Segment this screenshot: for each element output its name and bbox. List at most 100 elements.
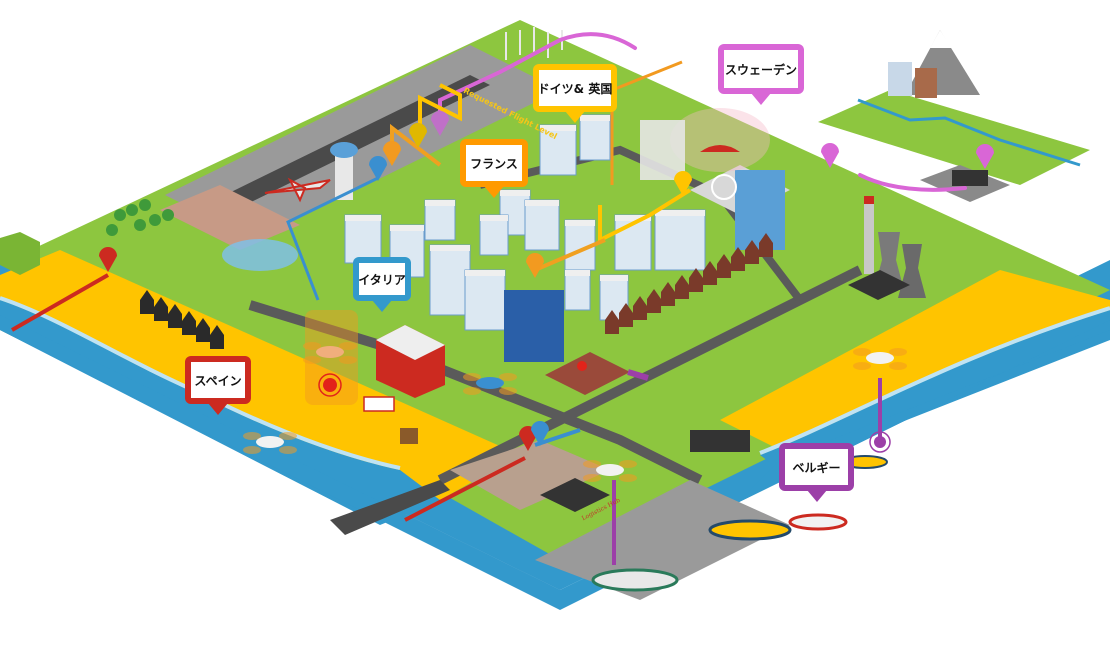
map-pin-icon: [674, 171, 692, 196]
drone-rotor: [339, 356, 357, 364]
townhouse: [661, 282, 675, 306]
callout-tail: [484, 186, 504, 198]
lifeguard-hut: [400, 428, 418, 444]
office-tower: [464, 269, 506, 331]
map-pin-icon: [383, 141, 401, 166]
drone-rotor: [499, 373, 517, 381]
flight-path-italy-lower: [534, 428, 581, 447]
office-tower-roof: [565, 270, 590, 276]
office-tower: [579, 114, 611, 161]
callout-italy-label: イタリア: [358, 263, 406, 295]
drone-rotor: [583, 460, 601, 468]
callout-tail: [208, 403, 228, 415]
drone-body: [476, 377, 504, 389]
drone-rotor: [583, 474, 601, 482]
drone-icon: [303, 342, 357, 364]
map-pins: [99, 111, 994, 451]
callout-tail: [751, 93, 771, 105]
callout-germany-uk[interactable]: ドイツ& 英国: [533, 64, 617, 123]
cross-road: [437, 265, 863, 485]
shoreline-right: [760, 310, 1110, 470]
tree: [149, 214, 161, 226]
drone-icon: [583, 460, 637, 482]
drone-rotor: [279, 432, 297, 440]
map-pin-icon: [821, 143, 839, 168]
ambulance: [363, 396, 395, 412]
callout-italy[interactable]: イタリア: [353, 257, 411, 312]
island-building-brick: [915, 68, 937, 98]
office-tower-roof: [390, 225, 424, 231]
emergency-zone: [305, 310, 358, 405]
office-building: [545, 352, 630, 395]
office-tower: [524, 199, 560, 251]
construction-site: [640, 120, 685, 180]
drone-rotor: [279, 446, 297, 454]
emergency-target-ring: [318, 373, 342, 397]
control-tower-top: [330, 142, 358, 158]
drone-rotor: [339, 342, 357, 350]
drone-icon: [243, 432, 297, 454]
office-tower: [424, 199, 456, 241]
hospital-ship: [788, 513, 848, 531]
container-ship: [708, 519, 792, 541]
drone-icon: [463, 373, 517, 395]
flight-path-purple-arrow: [627, 369, 649, 381]
drone-rotor: [303, 342, 321, 350]
drone-rotor: [463, 387, 481, 395]
beach-house: [210, 325, 224, 349]
townhouse: [703, 261, 717, 285]
hospital-tower: [735, 170, 785, 250]
office-tower-roof: [525, 200, 559, 206]
office-tower-roof: [655, 210, 705, 216]
toy-brick: [0, 232, 40, 275]
chimney-stripe: [864, 196, 874, 204]
map-pin-icon: [431, 111, 449, 136]
townhouse: [717, 254, 731, 278]
helipad: [711, 174, 737, 200]
island-river: [857, 98, 1081, 167]
drone-rotor: [853, 362, 871, 370]
trees-left: [106, 199, 174, 236]
flight-path-germany-uk: [418, 83, 692, 244]
drones: [243, 342, 907, 482]
townhouse: [759, 233, 773, 257]
townhouse: [689, 268, 703, 292]
office-tower-roof: [540, 125, 576, 131]
harbor-dock: [535, 480, 790, 600]
belgium-target-icon: [874, 436, 886, 448]
townhouse: [605, 310, 619, 334]
callout-belgium[interactable]: ベルギー: [779, 443, 854, 502]
runway: [225, 75, 490, 205]
beach-house: [168, 304, 182, 328]
cobblestone-yard: [450, 440, 610, 510]
tree: [162, 209, 174, 221]
drone-rotor: [243, 432, 261, 440]
office-tower-roof: [425, 200, 455, 206]
callout-france[interactable]: フランス: [460, 139, 528, 198]
flight-path-spain: [11, 273, 109, 332]
drone-body: [316, 346, 344, 358]
townhouse: [731, 247, 745, 271]
townhouse-row: [140, 233, 773, 349]
drone-rotor: [889, 348, 907, 356]
drone-rotor: [303, 356, 321, 364]
drone-rotor: [619, 460, 637, 468]
map-pin-icon: [409, 123, 427, 148]
townhouse: [745, 240, 759, 264]
office-tower-roof: [345, 215, 381, 221]
callout-sweden[interactable]: スウェーデン: [718, 44, 804, 105]
drone-rotor: [619, 474, 637, 482]
tree: [126, 204, 138, 216]
helicopter-zone: [670, 108, 770, 172]
station-dome: [222, 239, 298, 271]
red-target-icon: [577, 361, 587, 371]
beach-house: [196, 318, 210, 342]
office-tower-roof: [480, 215, 508, 221]
tree: [114, 209, 126, 221]
apartment-roof: [376, 325, 445, 360]
chimney: [864, 196, 874, 274]
drone-body: [866, 352, 894, 364]
office-tower-roof: [615, 215, 651, 221]
callout-spain[interactable]: スペイン: [185, 356, 251, 415]
